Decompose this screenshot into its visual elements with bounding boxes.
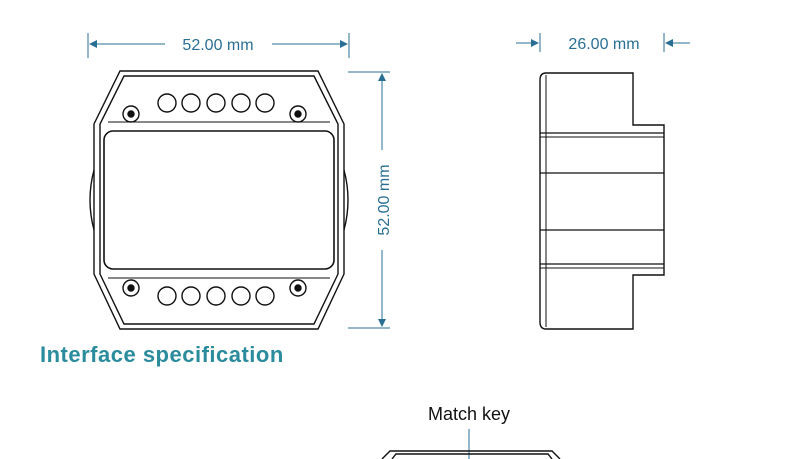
front-outer-outline — [93, 70, 345, 330]
match-key-label: Match key — [428, 404, 510, 424]
connector-outline — [381, 450, 561, 459]
terminal-hole — [206, 286, 226, 306]
top-terminals — [157, 93, 275, 113]
bottom-terminals — [157, 286, 275, 306]
side-view — [539, 72, 665, 330]
left-notch — [89, 169, 95, 231]
screw-top-left — [122, 105, 140, 123]
screw-top-right — [289, 105, 307, 123]
section-heading: Interface specification — [40, 342, 284, 367]
display-frame — [108, 121, 330, 279]
front-height-label: 52.00 mm — [376, 164, 393, 235]
terminal-hole — [255, 93, 275, 113]
screw-bottom-right — [289, 279, 307, 297]
terminal-hole — [231, 286, 251, 306]
display-window — [103, 130, 335, 270]
front-inner-outline — [99, 75, 339, 325]
side-depth-dimension — [516, 33, 690, 52]
terminal-hole — [181, 286, 201, 306]
terminal-hole — [157, 286, 177, 306]
side-depth-label: 26.00 mm — [568, 36, 639, 53]
right-notch — [343, 169, 349, 231]
terminal-hole — [231, 93, 251, 113]
side-outline — [539, 72, 665, 330]
front-width-dimension — [87, 33, 350, 58]
front-height-dimension — [348, 71, 390, 329]
front-view — [89, 70, 349, 330]
screw-bottom-left — [122, 279, 140, 297]
terminal-hole — [255, 286, 275, 306]
front-width-label: 52.00 mm — [182, 37, 253, 54]
terminal-hole — [206, 93, 226, 113]
terminal-hole — [181, 93, 201, 113]
terminal-hole — [157, 93, 177, 113]
